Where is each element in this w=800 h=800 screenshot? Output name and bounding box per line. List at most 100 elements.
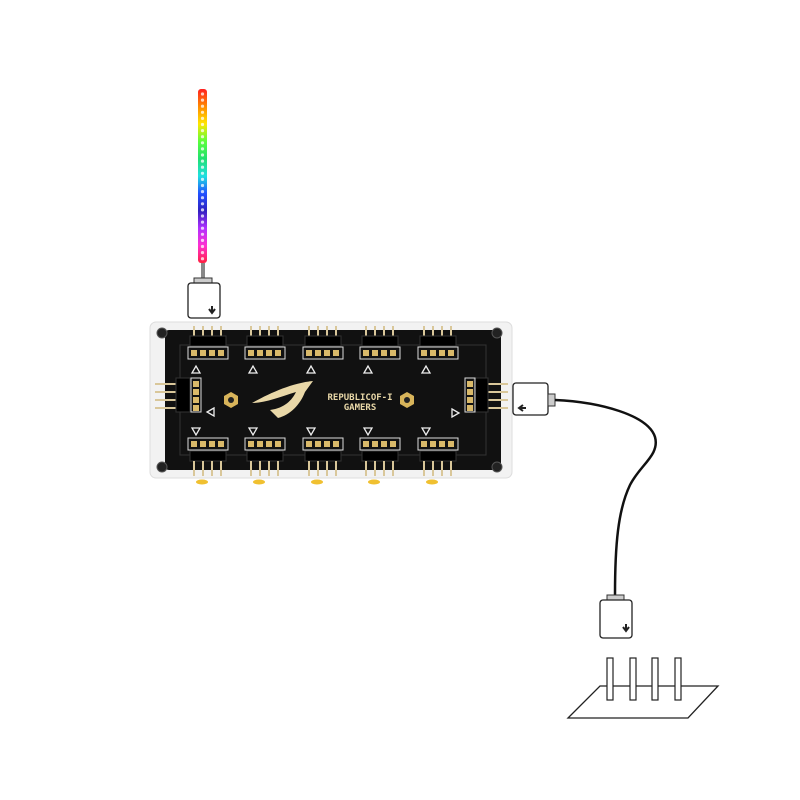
pin <box>365 326 367 338</box>
triangle-right-icon <box>451 407 461 419</box>
top-fan-header <box>187 326 229 374</box>
pin <box>155 407 177 409</box>
cable-tie-dot <box>253 479 265 485</box>
pin <box>674 657 682 701</box>
bottom-fan-header <box>302 427 344 485</box>
pad-outline <box>359 346 401 360</box>
header-housing <box>419 335 457 347</box>
pin <box>220 326 222 338</box>
pad <box>275 441 281 447</box>
pin <box>629 657 637 701</box>
pad <box>390 441 396 447</box>
led <box>200 232 205 236</box>
top-fan-header <box>417 326 459 374</box>
pad <box>467 397 473 403</box>
header-housing <box>361 335 399 347</box>
pcb <box>165 330 501 470</box>
pad <box>421 350 427 356</box>
led <box>200 116 205 120</box>
pad-outline <box>359 437 401 451</box>
pin <box>259 326 261 338</box>
pad <box>266 441 272 447</box>
arrow-left-icon <box>517 404 526 412</box>
led <box>200 220 205 224</box>
pad <box>191 441 197 447</box>
arrow-down-icon <box>622 624 630 633</box>
pin <box>651 657 659 701</box>
pad <box>315 350 321 356</box>
motherboard-pin-header <box>566 657 720 719</box>
pin <box>250 326 252 338</box>
strip-connector <box>187 282 221 319</box>
screws <box>156 327 503 473</box>
led <box>200 104 205 108</box>
led <box>200 165 205 169</box>
pin <box>484 383 508 385</box>
led <box>200 214 205 218</box>
pin <box>211 461 213 476</box>
pad <box>324 350 330 356</box>
cable-tie-dot <box>196 479 208 485</box>
hub-side-connector <box>512 382 549 416</box>
bottom-fan-header <box>359 427 401 485</box>
pad <box>248 350 254 356</box>
pin <box>441 326 443 338</box>
pin <box>202 326 204 338</box>
pin <box>317 461 319 476</box>
rgb-hub: REPUBLICOF-I GAMERS <box>149 321 513 485</box>
pin <box>432 326 434 338</box>
pin <box>606 657 614 701</box>
pin <box>365 461 367 476</box>
pad <box>306 350 312 356</box>
pin <box>317 326 319 338</box>
pin <box>374 326 376 338</box>
led <box>200 147 205 151</box>
led <box>200 196 205 200</box>
pin <box>441 461 443 476</box>
pin <box>450 461 452 476</box>
pad-outline <box>417 437 459 451</box>
pad <box>333 441 339 447</box>
header-housing <box>304 335 342 347</box>
strip-wire <box>201 263 205 279</box>
triangle-down-icon <box>420 427 432 437</box>
pad <box>193 381 199 387</box>
header-housing <box>361 450 399 462</box>
pad <box>381 441 387 447</box>
led <box>200 183 205 188</box>
top-fan-header <box>244 326 286 374</box>
pad <box>467 389 473 395</box>
header-pins <box>606 657 682 701</box>
logo-line2: GAMERS <box>344 403 377 413</box>
cable-tie-dot <box>368 479 380 485</box>
pin <box>326 326 328 338</box>
headers <box>155 326 508 485</box>
top-fan-header <box>302 326 344 374</box>
arrow-down-icon <box>208 306 216 315</box>
hub-side-plug-collar <box>547 393 556 407</box>
pad <box>363 441 369 447</box>
standoff-hole <box>404 397 410 403</box>
pad <box>257 350 263 356</box>
pad <box>257 441 263 447</box>
bottom-fan-header <box>244 427 286 485</box>
pad <box>363 350 369 356</box>
strip-plug-collar <box>193 277 213 284</box>
pin <box>383 461 385 476</box>
pad <box>381 350 387 356</box>
pad <box>218 350 224 356</box>
pin <box>392 326 394 338</box>
pin <box>484 399 508 401</box>
pin <box>259 461 261 476</box>
pad <box>193 405 199 411</box>
pin <box>432 461 434 476</box>
pad-outline <box>187 346 229 360</box>
pad <box>315 441 321 447</box>
triangle-left-icon <box>205 406 215 418</box>
cable-end-plug-collar <box>606 594 625 601</box>
pad <box>200 350 206 356</box>
led <box>200 190 205 194</box>
pad-outline <box>187 437 229 451</box>
pin <box>335 326 337 338</box>
led <box>200 92 205 96</box>
